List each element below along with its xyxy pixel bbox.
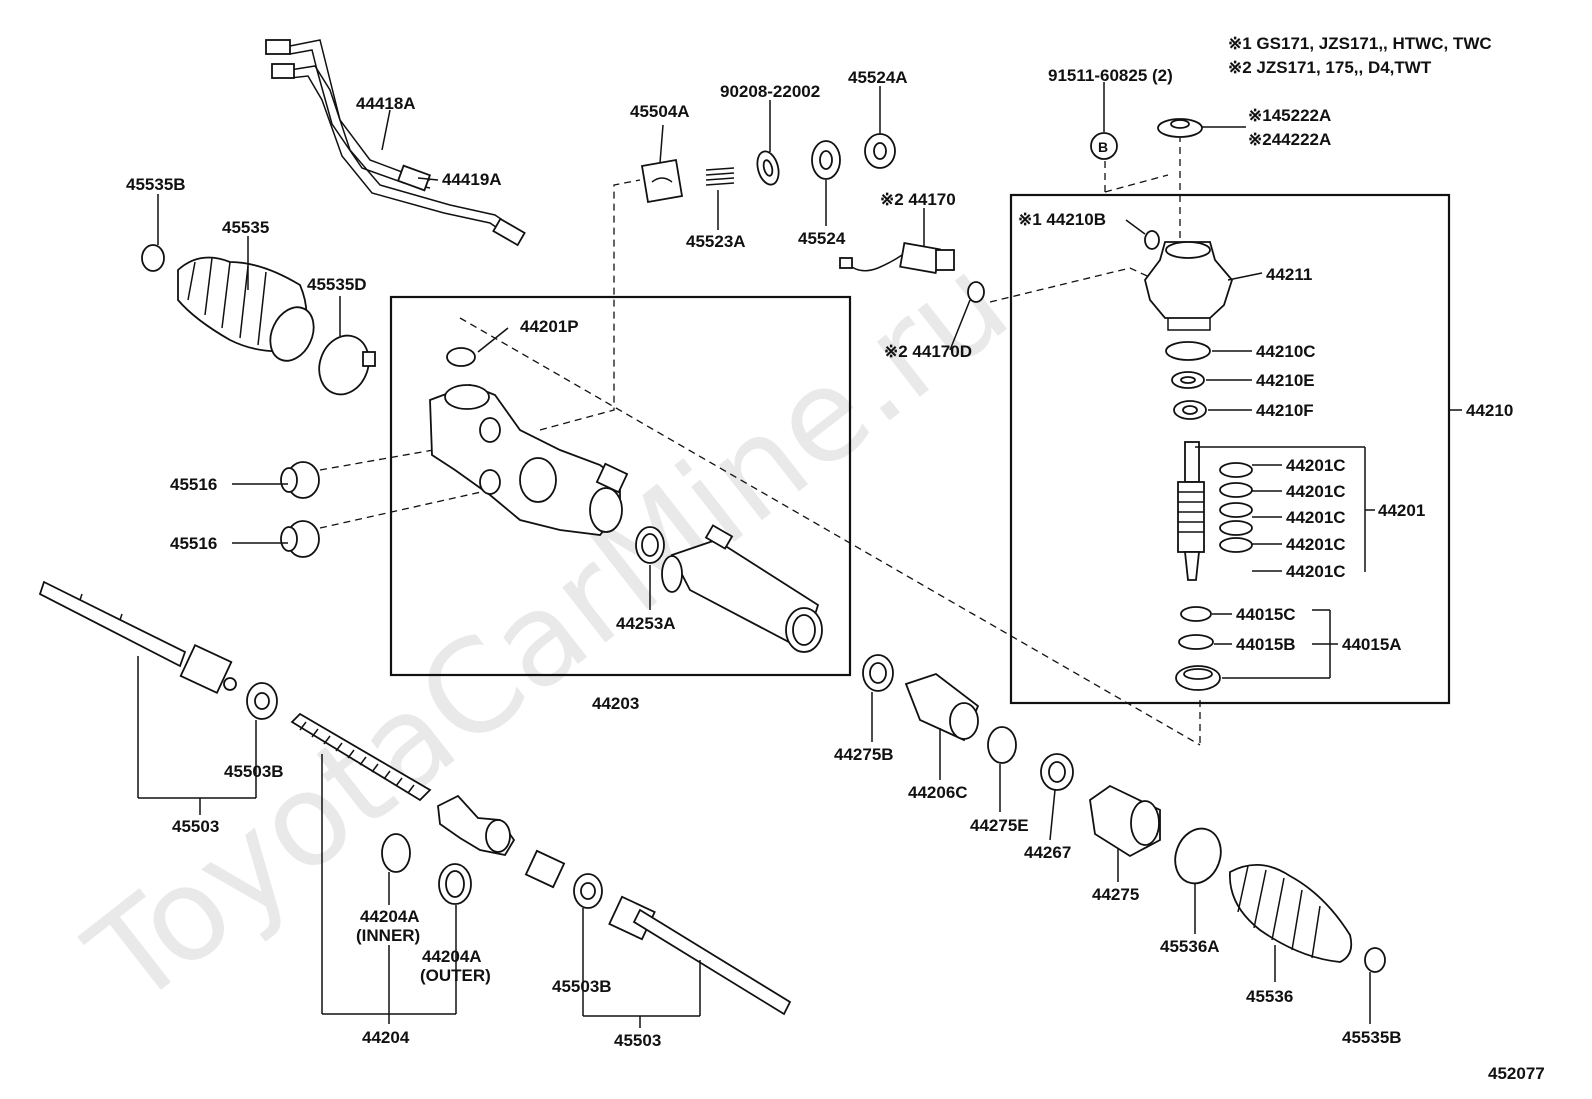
seals-44015-icon — [1175, 606, 1221, 691]
control-valve-frame — [1009, 193, 1451, 705]
label-44211: 44211 — [1266, 265, 1312, 284]
o-ring-44210c-icon — [1165, 341, 1211, 361]
label-44204a-outer-sub: (OUTER) — [420, 966, 491, 985]
bearing-44210f-icon — [1173, 400, 1207, 420]
spring-icon — [705, 167, 735, 186]
label-45503b-left: 45503B — [224, 762, 284, 781]
label-44015a: 44015A — [1342, 635, 1402, 654]
rack-icon — [290, 712, 432, 802]
cylinder-tube-icon — [661, 524, 823, 653]
valve-housing-icon — [1144, 230, 1234, 331]
label-45504a: 45504A — [630, 102, 690, 121]
label-45516-a: 45516 — [170, 475, 217, 494]
oil-seal-44253a-icon — [635, 526, 665, 564]
seal-rings-icon — [1219, 462, 1253, 553]
oil-seal-44275b-icon — [862, 654, 894, 692]
label-44210: 44210 — [1466, 401, 1513, 420]
note-2: ※2 JZS171, 175,, D4,TWT — [1228, 58, 1432, 77]
label-44210e: 44210E — [1256, 371, 1315, 390]
leader-lines — [137, 82, 1462, 1028]
label-45523a: 45523A — [686, 232, 746, 251]
o-ring-44204a-inner-icon — [381, 833, 411, 873]
label-44267: 44267 — [1024, 843, 1071, 862]
label-45536a: 45536A — [1160, 937, 1220, 956]
note-1: ※1 GS171, JZS171,, HTWC, TWC — [1228, 34, 1492, 53]
label-44206c: 44206C — [908, 783, 968, 802]
label-44204: 44204 — [362, 1028, 410, 1047]
seal-44210e-icon — [1171, 371, 1205, 389]
label-45503b-mid: 45503B — [552, 977, 612, 996]
o-ring-44275e-icon — [987, 726, 1017, 764]
label-45535b-top: 45535B — [126, 175, 186, 194]
label-45503-mid: 45503 — [614, 1031, 661, 1050]
label-44418a: 44418A — [356, 94, 416, 113]
circle-ref-b: B — [1098, 139, 1108, 155]
label-44015b: 44015B — [1236, 635, 1296, 654]
rack-bushing-44206c-icon — [904, 672, 980, 742]
label-90208-22002: 90208-22002 — [720, 82, 820, 101]
gear-housing-frame — [389, 295, 852, 677]
o-ring-44204a-outer-icon — [438, 863, 472, 905]
label-44201c-4: 44201C — [1286, 535, 1346, 554]
boot-right-icon — [1229, 863, 1386, 973]
label-44015c: 44015C — [1236, 605, 1296, 624]
label-44419a: 44419A — [442, 170, 502, 189]
label-44210b: ※1 44210B — [1018, 210, 1106, 229]
label-45222a: ※145222A — [1248, 106, 1331, 125]
pinion-valve-icon — [1177, 441, 1205, 581]
boot-clamp-45536a-icon — [1174, 827, 1222, 885]
bushing-44267-icon — [1040, 753, 1074, 791]
label-44170d: ※2 44170D — [884, 342, 972, 361]
bushing-45516-icon — [280, 461, 320, 558]
label-44170: ※2 44170 — [880, 190, 956, 209]
label-44204a-inner: 44204A — [360, 907, 420, 926]
rack-housing-cap-44275-icon — [1089, 784, 1161, 858]
label-45524: 45524 — [798, 229, 846, 248]
label-44204a-outer: 44204A — [422, 947, 482, 966]
label-44275: 44275 — [1092, 885, 1139, 904]
boot-left-icon — [141, 244, 315, 362]
gear-housing-icon — [429, 347, 629, 536]
tie-rod-left-icon — [38, 580, 278, 720]
label-44201: 44201 — [1378, 501, 1425, 520]
label-44253a: 44253A — [616, 614, 676, 633]
adjusting-screw-icon — [756, 150, 780, 186]
stopper-icon — [524, 849, 566, 889]
label-45535: 45535 — [222, 218, 269, 237]
reference-lines — [319, 135, 1201, 746]
dust-cover-icon — [1090, 118, 1203, 160]
pressure-hoses-icon — [265, 39, 526, 247]
label-44201c-2: 44201C — [1286, 482, 1346, 501]
label-44201c-3: 44201C — [1286, 508, 1346, 527]
label-44203: 44203 — [592, 694, 639, 713]
figure-number: 452077 — [1488, 1064, 1545, 1083]
tie-rod-right-icon — [573, 873, 792, 1016]
label-45503-left: 45503 — [172, 817, 219, 836]
label-44275e: 44275E — [970, 816, 1029, 835]
label-44210f: 44210F — [1256, 401, 1314, 420]
label-45535d: 45535D — [307, 275, 367, 294]
label-44210c: 44210C — [1256, 342, 1316, 361]
label-44204a-inner-sub: (INNER) — [356, 926, 420, 945]
sensor-44170-icon — [839, 242, 985, 303]
label-91511-60825: 91511-60825 (2) — [1048, 66, 1173, 85]
label-44275b: 44275B — [834, 745, 894, 764]
lock-nut-45524a-icon — [864, 133, 896, 169]
label-44222a: ※244222A — [1248, 130, 1331, 149]
label-45536: 45536 — [1246, 987, 1293, 1006]
label-45524a: 45524A — [848, 68, 908, 87]
label-44201p: 44201P — [520, 317, 579, 336]
label-44201c-5: 44201C — [1286, 562, 1346, 581]
label-45516-b: 45516 — [170, 534, 217, 553]
lock-nut-45524-icon — [811, 140, 841, 180]
piston-icon — [437, 794, 516, 857]
boot-clamp-45535d-icon — [318, 334, 376, 396]
label-44201c-1: 44201C — [1286, 456, 1346, 475]
rack-guide-icon — [640, 158, 684, 204]
label-45535b-bottom: 45535B — [1342, 1028, 1402, 1047]
